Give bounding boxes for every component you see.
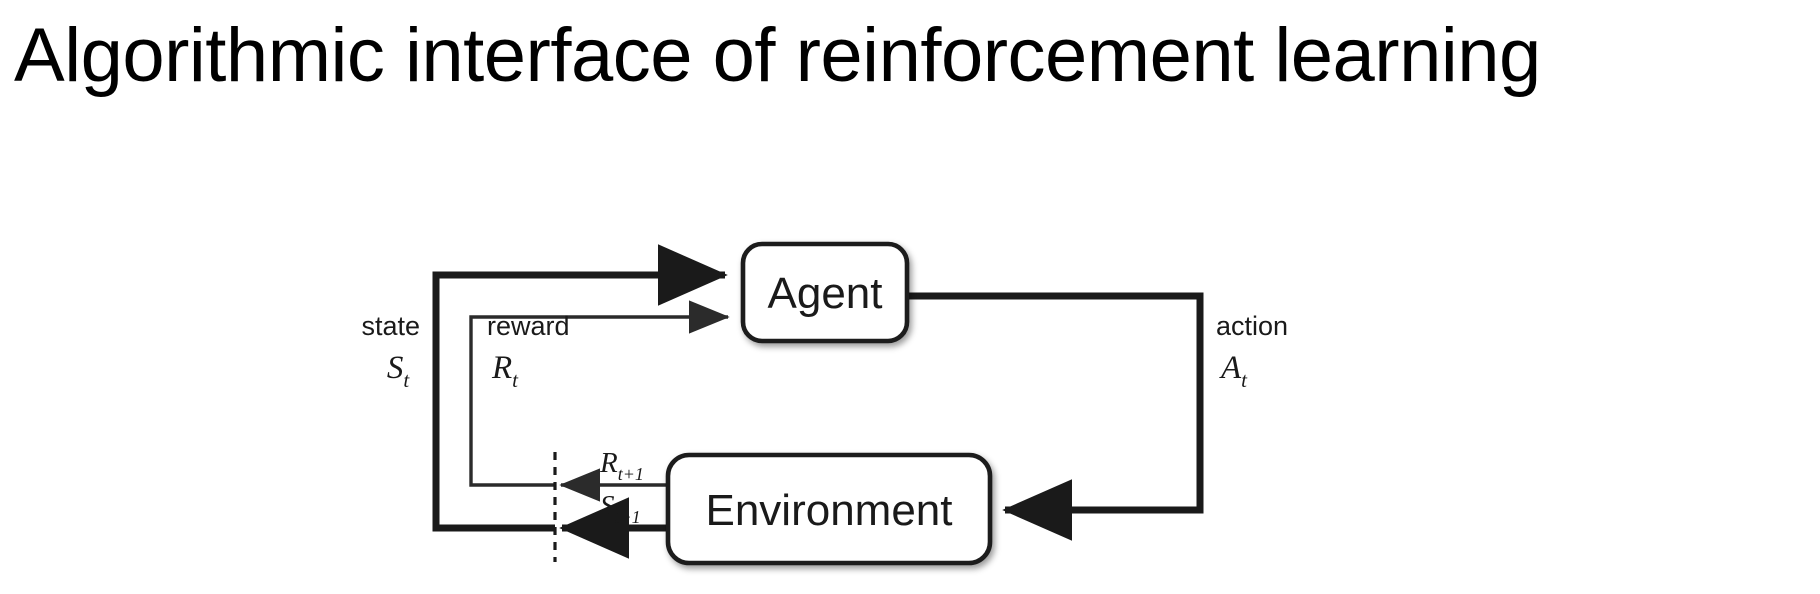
action-symbol-subscript: t	[1241, 368, 1248, 392]
node-environment[interactable]: Environment	[665, 452, 993, 566]
page-title: Algorithmic interface of reinforcement l…	[14, 13, 1541, 98]
next-reward-symbol: Rt+1	[599, 447, 644, 484]
state-symbol-subscript: t	[403, 368, 410, 392]
node-agent[interactable]: Agent	[740, 241, 910, 344]
label-action: action At	[1216, 311, 1288, 392]
next-reward-symbol-subscript: t+1	[618, 464, 644, 484]
state-symbol-base: S	[387, 350, 404, 386]
state-symbol: St	[387, 350, 411, 392]
label-next-state: St+1	[600, 490, 641, 527]
environment-box	[665, 452, 993, 566]
next-state-symbol-subscript: t+1	[615, 507, 641, 527]
next-state-symbol-base: S	[600, 490, 615, 522]
rl-loop-diagram: Agent Environment state St reward Rt	[0, 150, 1820, 594]
agent-box	[740, 241, 910, 344]
next-state-symbol: St+1	[600, 490, 641, 527]
reward-symbol: Rt	[491, 350, 519, 392]
agent-label: Agent	[768, 269, 883, 318]
edge-state-path	[432, 244, 728, 532]
label-next-reward: Rt+1	[599, 447, 644, 484]
reward-word: reward	[487, 311, 570, 341]
label-reward: reward Rt	[487, 311, 570, 392]
diagram-svg: Agent Environment state St reward Rt	[361, 241, 1288, 566]
reward-symbol-subscript: t	[512, 368, 519, 392]
next-reward-symbol-base: R	[599, 447, 618, 479]
action-word: action	[1216, 311, 1288, 341]
edge-reward-path	[469, 300, 730, 487]
action-symbol-base: A	[1219, 350, 1242, 386]
action-symbol: At	[1219, 350, 1248, 392]
label-state: state St	[361, 311, 420, 392]
edge-action-path	[906, 292, 1204, 541]
environment-label: Environment	[705, 486, 952, 535]
state-word: state	[361, 311, 420, 341]
reward-symbol-base: R	[491, 350, 512, 386]
